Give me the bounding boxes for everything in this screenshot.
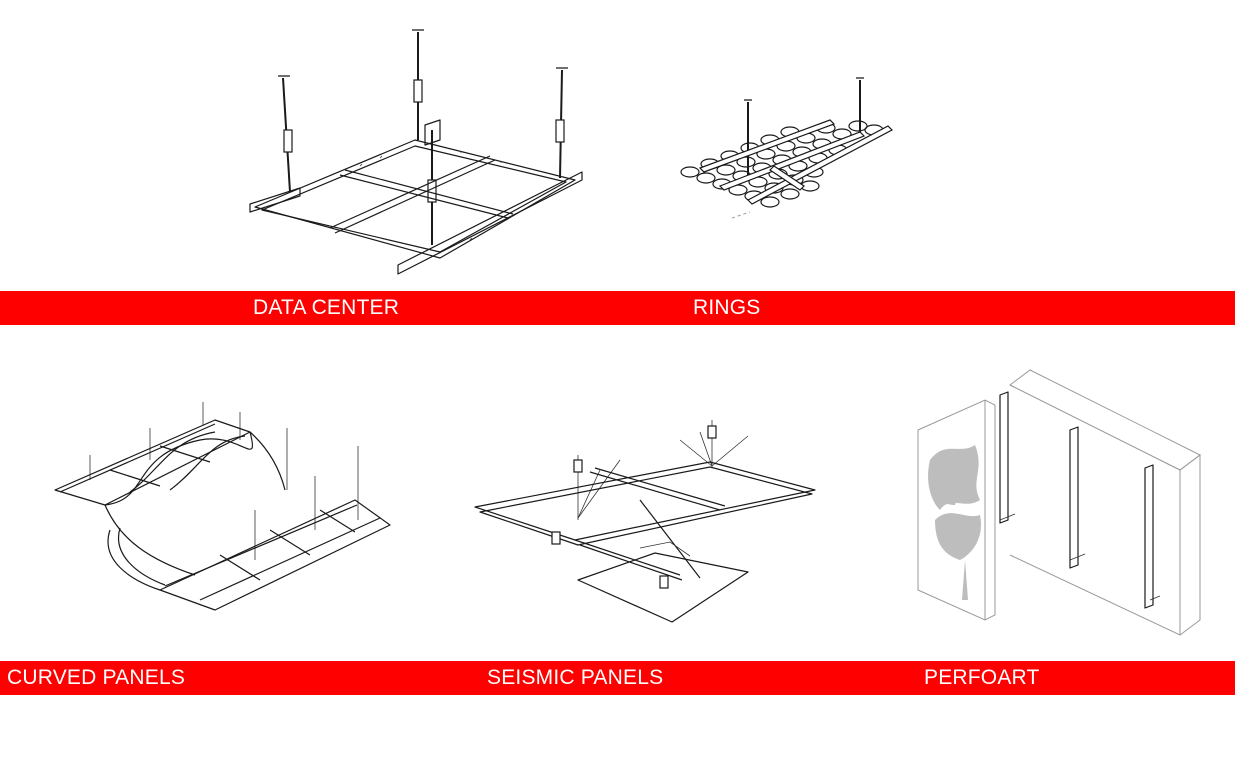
- caption-band-bottom: CURVED PANELS SEISMIC PANELS PERFOART: [0, 661, 1235, 695]
- caption-curved-panels: CURVED PANELS: [7, 666, 186, 689]
- caption-band-top: DATA CENTER RINGS: [0, 291, 1235, 325]
- rings-illustration: [680, 77, 893, 219]
- data-center-illustration: [249, 29, 583, 275]
- caption-data-center: DATA CENTER: [253, 296, 400, 319]
- caption-seismic-panels: SEISMIC PANELS: [487, 666, 664, 689]
- caption-perfoart: PERFOART: [924, 666, 1040, 689]
- caption-rings: RINGS: [693, 296, 761, 319]
- perfoart-illustration: [917, 369, 1201, 636]
- curved-panels-illustration: [54, 402, 391, 611]
- seismic-panels-illustration: [474, 420, 816, 623]
